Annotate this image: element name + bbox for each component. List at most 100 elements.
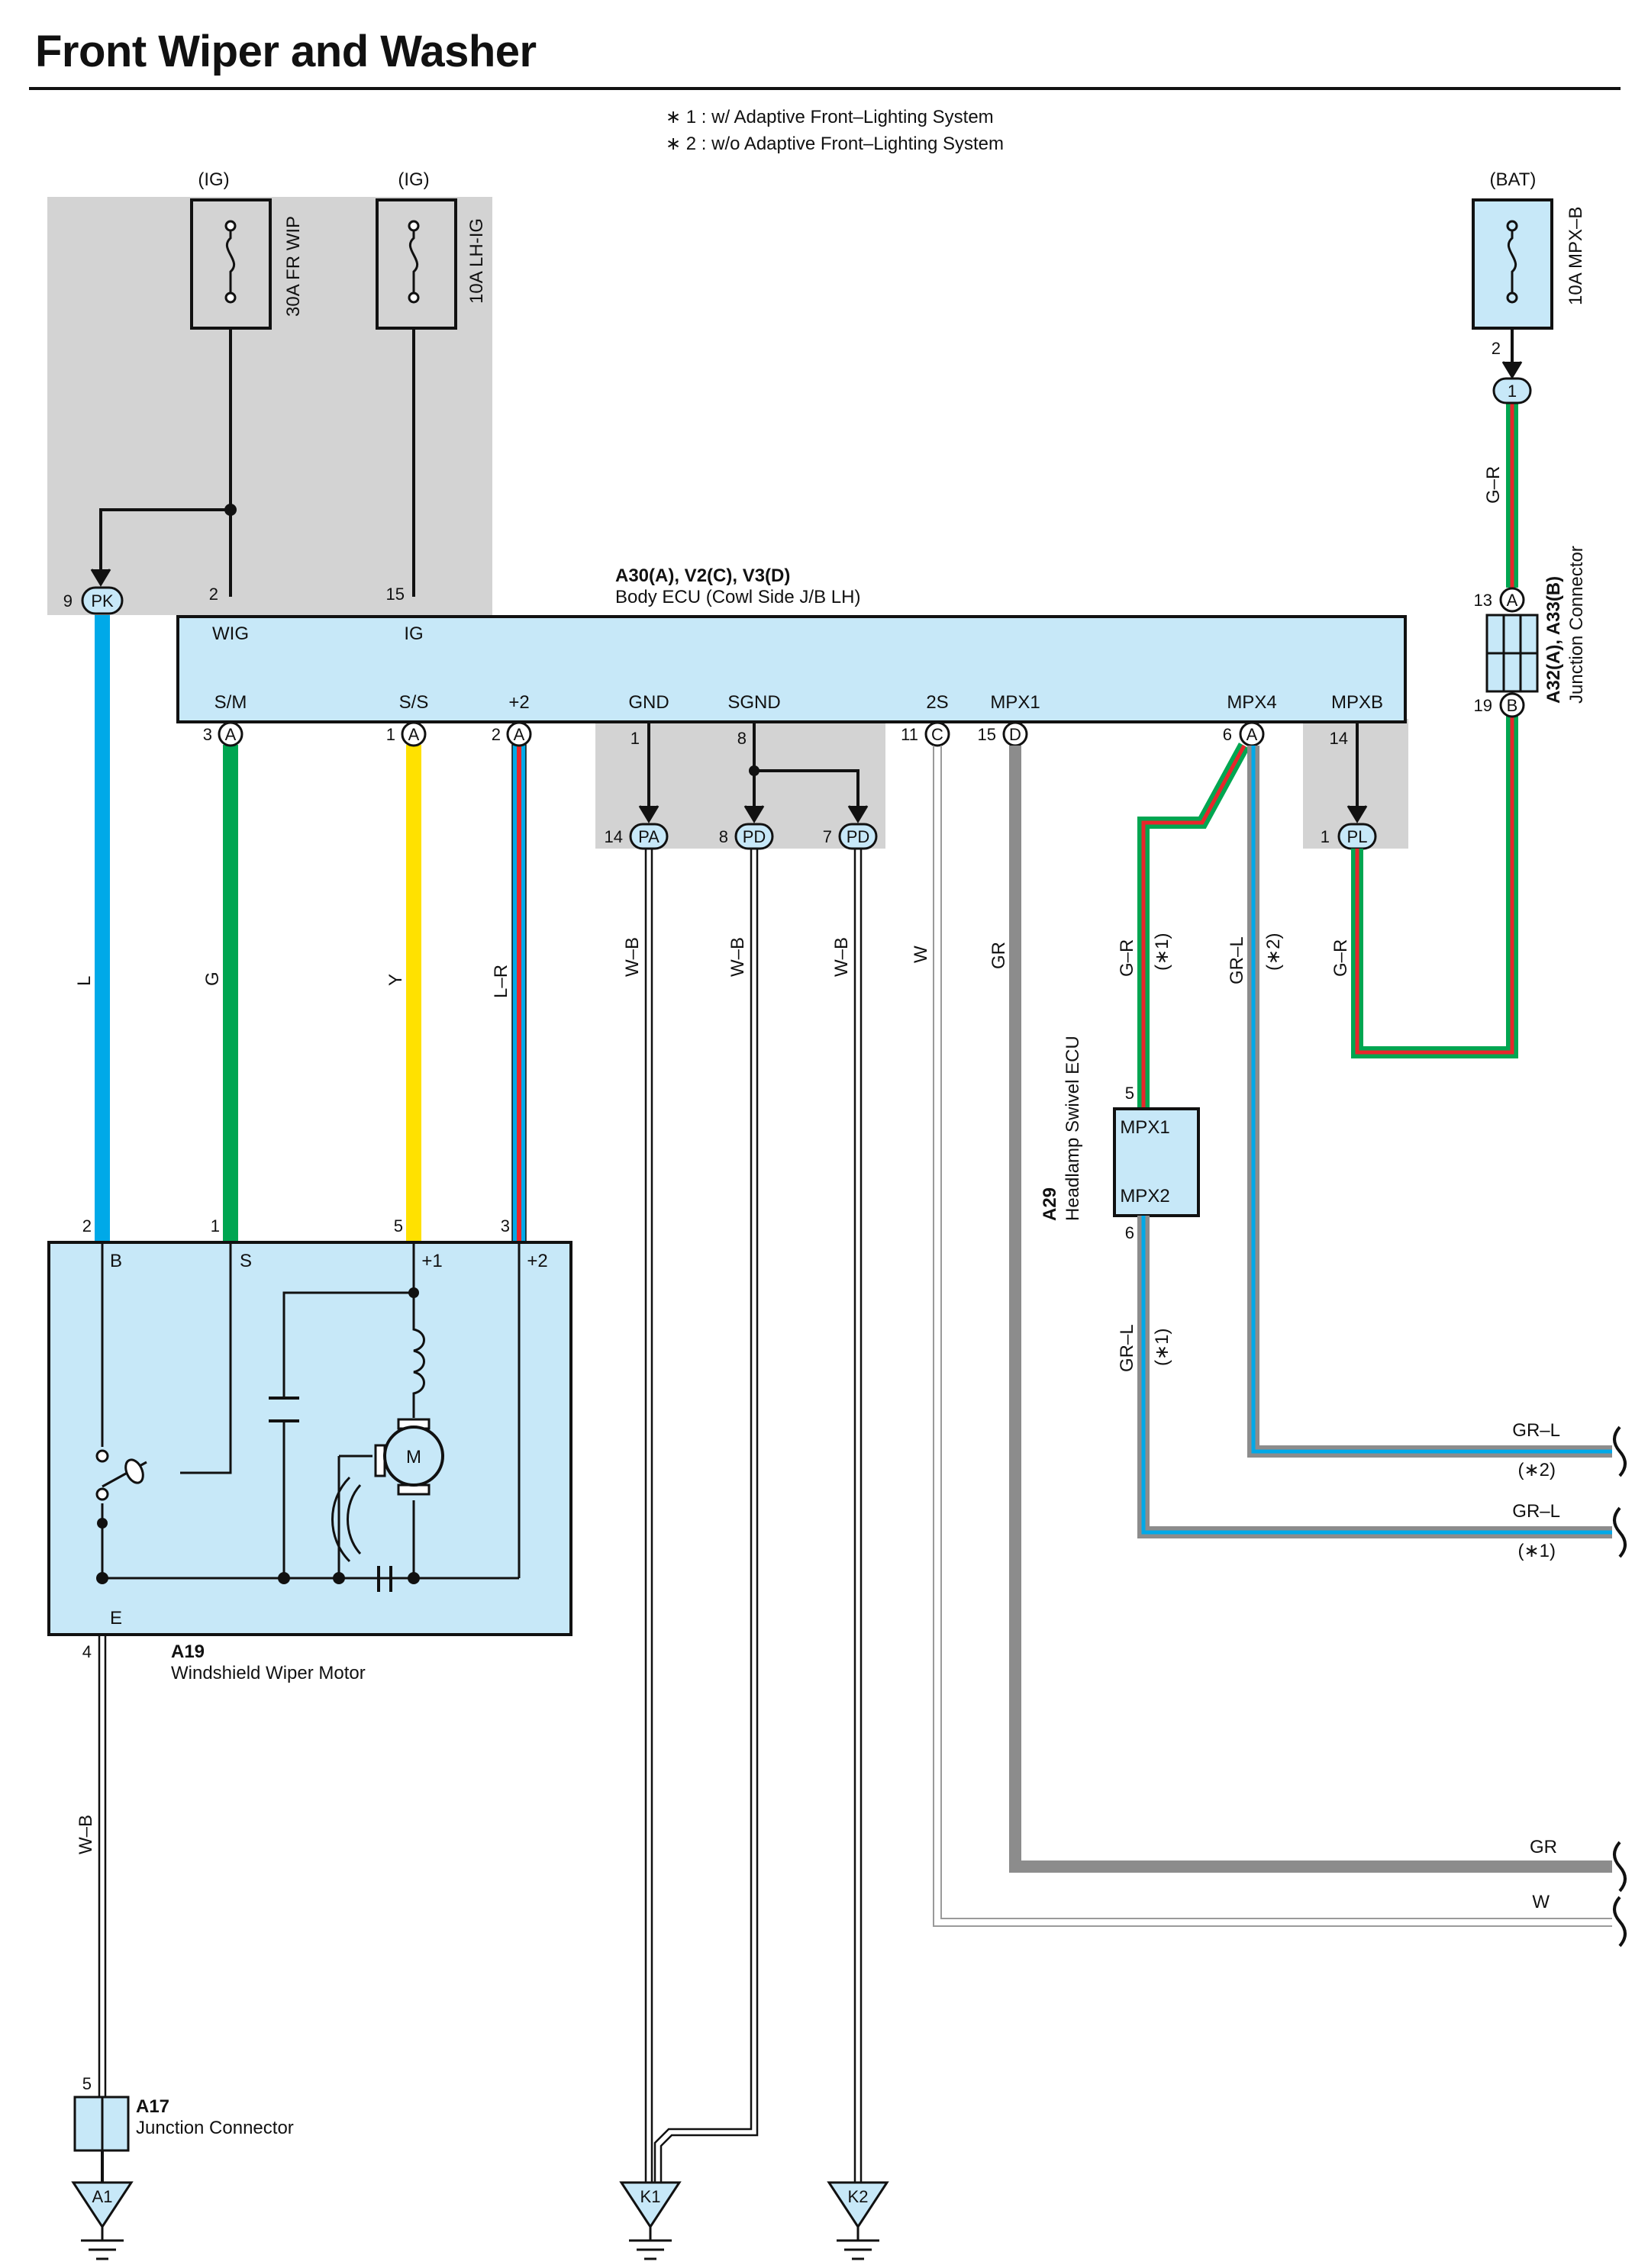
ja32-code: A32(A), A33(B): [1543, 576, 1564, 704]
cont-1-wire: GR–L: [1512, 1420, 1560, 1441]
ground-k2-label: K2: [848, 2187, 869, 2206]
break-1: [1613, 1426, 1627, 1477]
pin-pd1: 8: [719, 827, 728, 846]
body-ecu-name: Body ECU (Cowl Side J/B LH): [615, 587, 860, 607]
conn-pl: PL: [1347, 827, 1368, 846]
motor-name: Windshield Wiper Motor: [171, 1663, 366, 1683]
motor-code: A19: [171, 1641, 205, 1662]
wire-wb-motor-label: W–B: [76, 1815, 96, 1854]
wire-grl-mpx4-note: (∗2): [1263, 933, 1284, 971]
note-1: ∗ 1 : w/ Adaptive Front–Lighting System: [666, 107, 994, 127]
wire-grl-swivel-note: (∗1): [1152, 1329, 1172, 1366]
fuse-fr-wip-rating: 30A FR WIP: [283, 216, 304, 317]
wire-lr-label: L–R: [491, 965, 511, 998]
pin-gnd: 1: [630, 729, 640, 748]
ground-a1: [71, 2181, 134, 2260]
swivel-ecu-box: [1113, 1107, 1200, 1217]
motor-term-p1-num: 5: [394, 1216, 403, 1235]
wire-gr-mpxb-label: G–R: [1330, 939, 1351, 977]
swivel-term2: MPX2: [1120, 1186, 1169, 1206]
page-title: Front Wiper and Washer: [35, 27, 537, 76]
wire-grl-swivel-label: GR–L: [1117, 1324, 1137, 1372]
cont-3-wire: GR: [1530, 1837, 1557, 1857]
motor-m-label: M: [406, 1447, 421, 1467]
wire-wb2-label: W–B: [727, 937, 748, 977]
body-ecu-code: A30(A), V2(C), V3(D): [615, 565, 790, 586]
wire-grl-mpx4-label: GR–L: [1227, 936, 1247, 984]
ground-k1: [619, 2181, 682, 2260]
fuse-mpx-b-rating: 10A MPX–B: [1566, 207, 1586, 305]
pin-mpx1: 15: [978, 725, 996, 744]
swivel-code: A29: [1040, 1187, 1060, 1221]
wire-wb3-label: W–B: [831, 937, 852, 977]
ja32-pin-bottom: 19: [1474, 696, 1492, 715]
pk-connector: [81, 586, 124, 615]
ja32-conn-top: A: [1507, 591, 1518, 610]
term-ig: IG: [404, 623, 423, 644]
fuse-fr-wip-icon: [225, 229, 236, 298]
term-ss: S/S: [399, 692, 429, 713]
motor-term-e: E: [110, 1608, 122, 1629]
ground-k1-label: K1: [640, 2187, 661, 2206]
pin-plus2: 2: [492, 725, 501, 744]
conn-pd2: PD: [847, 827, 870, 846]
body-ecu-box: [176, 615, 1407, 723]
fuse-mpx-b-icon: [1507, 229, 1517, 298]
wire-gr-bat-label: G–R: [1483, 466, 1504, 504]
term-mpx4: MPX4: [1227, 692, 1276, 713]
wire-mpx4-grl: [1247, 746, 1612, 1458]
motor-term-s: S: [240, 1251, 252, 1271]
a17-name: Junction Connector: [136, 2118, 294, 2138]
motor-e-pin: 4: [82, 1642, 92, 1661]
wire-mpx4-gr: [1137, 743, 1250, 1108]
cont-2-note: (∗1): [1518, 1541, 1556, 1561]
wire-w-label: W: [911, 946, 931, 963]
wire-l-label: L: [74, 976, 95, 986]
lh-ig-supply: (IG): [398, 169, 429, 190]
motor-icon: [383, 1426, 444, 1487]
conn-mpx4: A: [1246, 725, 1258, 744]
conn-pa: PA: [638, 827, 660, 846]
conn-sm: A: [225, 725, 237, 744]
pin-ss: 1: [386, 725, 395, 744]
conn-2s: C: [931, 725, 943, 744]
ja32-conn-bottom: B: [1507, 696, 1518, 715]
wire-y-label: Y: [385, 974, 406, 986]
break-4: [1613, 1896, 1627, 1947]
wire-swivel-grl: [1137, 1216, 1612, 1538]
break-2: [1613, 1506, 1627, 1558]
pin-wig-num: 2: [209, 585, 218, 604]
pin-pa: 14: [605, 827, 623, 846]
pin-2s: 11: [901, 725, 918, 744]
conn-mpx1: D: [1009, 725, 1021, 744]
motor-term-b: B: [110, 1251, 122, 1271]
pin-ig-num: 15: [386, 585, 405, 604]
wire-wb1-label: W–B: [622, 937, 643, 977]
swivel-pin-out: 6: [1125, 1223, 1134, 1242]
fuse-lh-ig-icon: [408, 229, 419, 298]
a17-code: A17: [136, 2096, 169, 2117]
pk-conn-label: PK: [91, 591, 114, 610]
swivel-name: Headlamp Swivel ECU: [1063, 1036, 1083, 1221]
pin-mpxb: 14: [1330, 729, 1348, 748]
term-plus2: +2: [508, 692, 529, 713]
break-3: [1613, 1841, 1627, 1893]
conn-ss: A: [408, 725, 420, 744]
title-rule: [29, 87, 1621, 90]
motor-term-b-num: 2: [82, 1216, 92, 1235]
cont-1-note: (∗2): [1518, 1460, 1556, 1480]
motor-term-p1: +1: [421, 1251, 442, 1271]
motor-term-p2: +2: [527, 1251, 547, 1271]
term-mpxb: MPXB: [1331, 692, 1383, 713]
motor-term-s-num: 1: [211, 1216, 220, 1235]
wiper-motor-box: [47, 1241, 572, 1636]
wire-mpxb-gr: [1351, 714, 1518, 1058]
wire-lr: [511, 744, 527, 1243]
wire-g-label: G: [202, 971, 223, 986]
swivel-term1: MPX1: [1120, 1117, 1169, 1138]
conn-pd1: PD: [743, 827, 766, 846]
pin-sm: 3: [203, 725, 212, 744]
wire-gr-label: GR: [988, 942, 1009, 969]
fr-wip-supply: (IG): [198, 169, 229, 190]
